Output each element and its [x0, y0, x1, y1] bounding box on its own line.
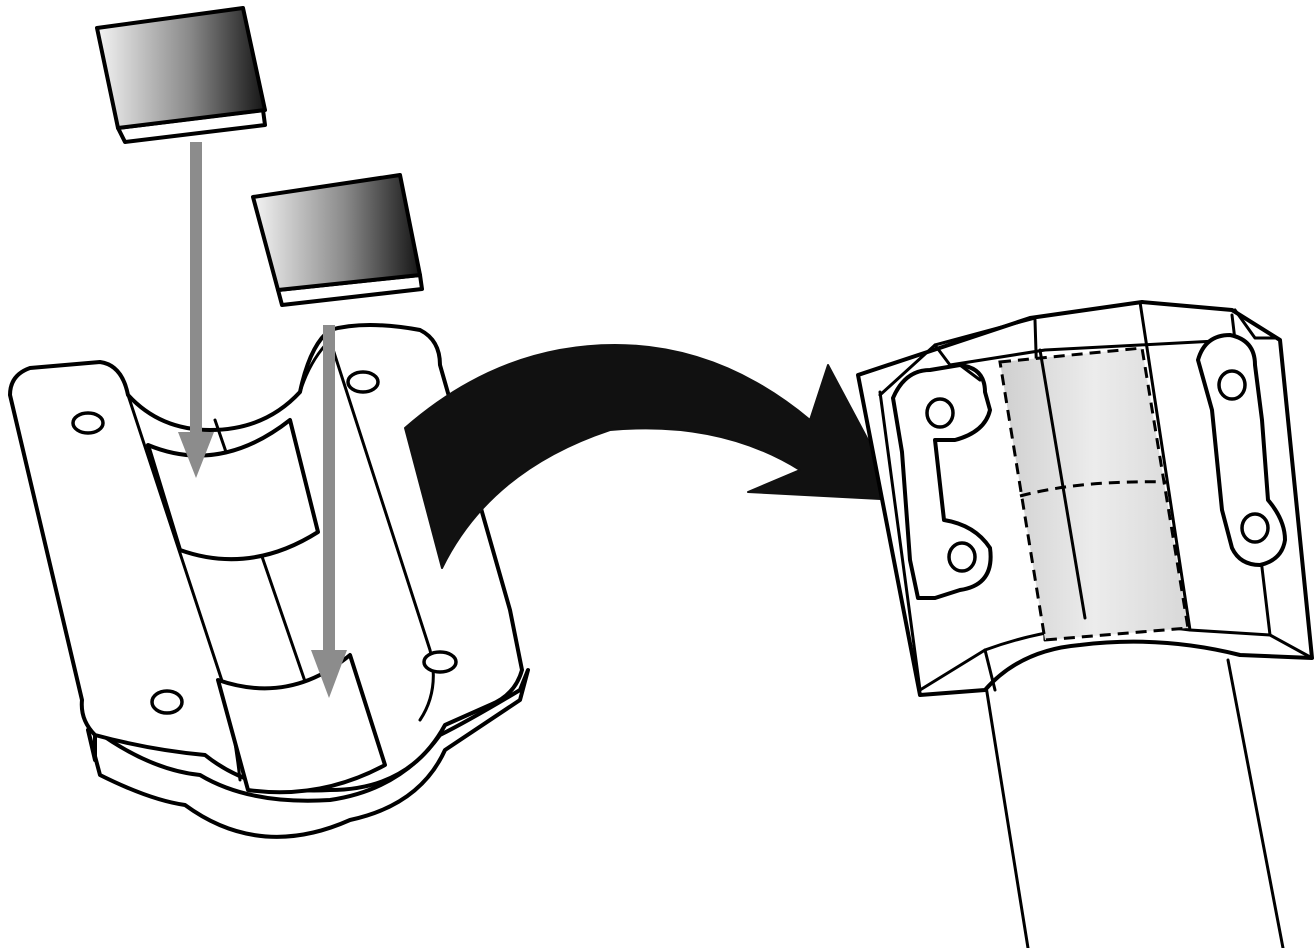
tube [983, 678, 1030, 948]
pad [251, 173, 424, 307]
open-clamp-half [8, 323, 530, 839]
mounting-hole [150, 689, 184, 715]
lower-pad-recess [216, 653, 387, 795]
mounting-hole [925, 397, 955, 429]
insertion-arrow-icon [311, 325, 347, 698]
mounting-hole [71, 411, 105, 435]
installed-clamp-on-tube [856, 300, 1314, 948]
transition-arrow-icon [404, 344, 901, 569]
mounting-hole [422, 650, 458, 674]
mounting-hole [346, 370, 380, 394]
mounting-hole [1217, 369, 1247, 401]
installed-pad [1000, 348, 1188, 640]
mounting-hole [947, 541, 977, 573]
mounting-hole [1240, 512, 1270, 544]
pad [95, 6, 267, 144]
insertion-arrow-icon [178, 142, 214, 478]
